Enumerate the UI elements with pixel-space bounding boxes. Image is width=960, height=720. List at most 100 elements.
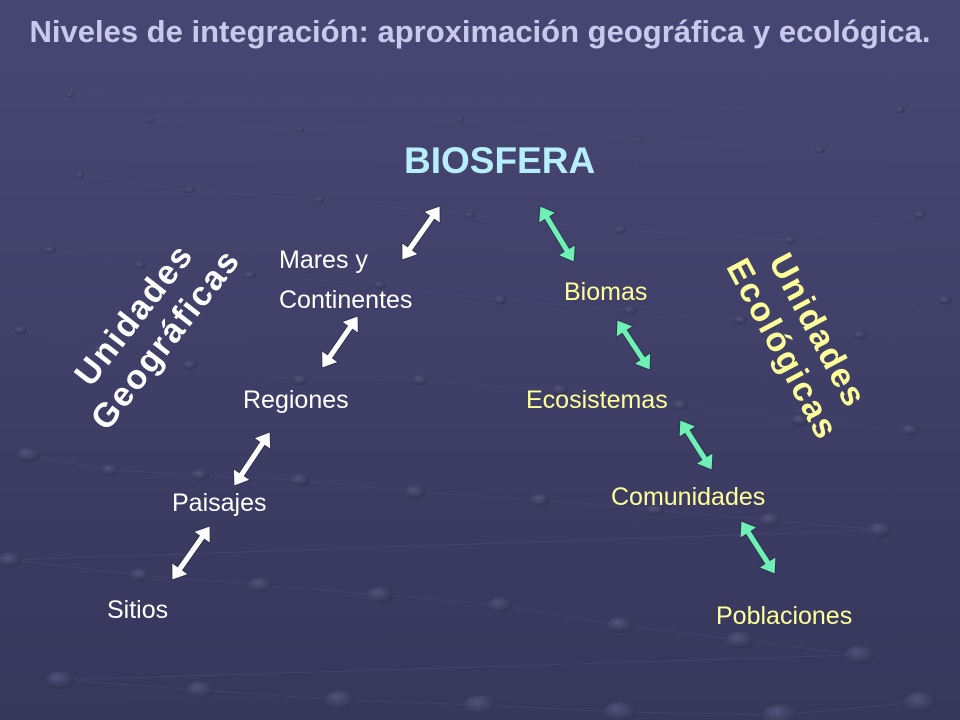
background-line xyxy=(769,519,881,531)
background-dot xyxy=(759,513,781,527)
background-dot xyxy=(191,469,209,481)
background-dot xyxy=(623,305,637,315)
background-dot xyxy=(815,146,825,154)
background-dot xyxy=(134,261,146,269)
node-regiones: Regiones xyxy=(243,386,349,414)
background-line xyxy=(779,701,921,716)
background-dot xyxy=(292,375,308,385)
background-line xyxy=(59,654,861,681)
double-arrow-geographic xyxy=(233,431,271,487)
background-dot xyxy=(66,92,74,98)
background-dot xyxy=(901,424,919,436)
background-line xyxy=(419,379,561,391)
background-dot xyxy=(914,211,926,219)
background-dot xyxy=(904,692,936,712)
background-dot xyxy=(488,597,512,613)
double-arrow-ecological xyxy=(678,419,714,471)
background-line xyxy=(479,704,621,713)
background-line xyxy=(499,604,621,626)
background-dot xyxy=(733,315,747,325)
background-dot xyxy=(244,271,256,279)
background-dot xyxy=(101,464,119,476)
background-dot xyxy=(146,117,154,123)
background-dot xyxy=(374,281,386,289)
double-arrow-ecological xyxy=(538,205,576,263)
node-mares-continentes: Mares y Continentes xyxy=(279,240,412,320)
background-line xyxy=(249,274,381,286)
background-dot xyxy=(130,568,150,582)
background-dot xyxy=(636,137,644,143)
background-dot xyxy=(44,246,56,254)
background-dot xyxy=(296,127,304,133)
background-line xyxy=(499,299,631,311)
background-dot xyxy=(784,236,796,244)
background-line xyxy=(799,419,911,431)
background-dot xyxy=(412,375,428,385)
double-arrow-geographic xyxy=(401,205,441,261)
background-line xyxy=(619,711,781,716)
background-dot xyxy=(895,106,905,114)
background-dot xyxy=(186,681,214,699)
double-arrow-geographic xyxy=(321,315,359,369)
background-line xyxy=(109,469,201,476)
background-line xyxy=(619,229,791,241)
background-dot xyxy=(456,117,464,123)
background-line xyxy=(189,189,321,201)
double-arrow-ecological xyxy=(615,319,652,371)
background-line xyxy=(739,319,861,336)
background-line xyxy=(49,249,141,266)
background-line xyxy=(559,389,681,406)
background-dot xyxy=(845,645,875,665)
background-dot xyxy=(13,325,27,335)
background-line xyxy=(319,199,471,216)
background-dot xyxy=(853,330,867,340)
background-line xyxy=(59,679,201,691)
background-line xyxy=(414,491,541,501)
background-dot xyxy=(672,400,688,410)
background-line xyxy=(299,119,461,131)
background-dot xyxy=(614,226,626,234)
background-dot xyxy=(93,345,107,355)
background-line xyxy=(679,404,801,421)
background-dot xyxy=(315,196,325,204)
background-line xyxy=(739,639,861,656)
background-dot xyxy=(325,690,355,710)
node-poblaciones: Poblaciones xyxy=(716,602,853,630)
background-line xyxy=(379,284,501,301)
background-line xyxy=(199,474,301,481)
slide-title: Niveles de integración: aproximación geo… xyxy=(29,14,931,49)
background-line xyxy=(259,584,381,596)
background-dot xyxy=(530,493,550,507)
background-dot xyxy=(493,295,507,305)
background-line xyxy=(139,574,261,586)
background-dot xyxy=(763,704,797,720)
background-dot xyxy=(938,295,952,305)
background-dot xyxy=(183,360,197,370)
double-arrow-ecological xyxy=(739,520,777,575)
background-dot xyxy=(46,671,74,689)
background-line xyxy=(619,624,741,641)
background-line xyxy=(27,454,111,471)
node-sitios: Sitios xyxy=(107,596,169,624)
background-line xyxy=(149,119,301,131)
background-line xyxy=(99,349,191,366)
background-line xyxy=(654,509,771,521)
double-arrow-geographic xyxy=(171,525,211,581)
node-comunidades: Comunidades xyxy=(611,483,766,511)
background-dot xyxy=(607,616,633,634)
node-biomas: Biomas xyxy=(564,278,648,306)
background-line xyxy=(299,479,416,493)
node-ecosistemas: Ecosistemas xyxy=(526,386,668,414)
background-dot xyxy=(646,504,664,516)
background-dot xyxy=(464,695,496,715)
node-mares-line: Mares y xyxy=(279,246,368,274)
background-dot xyxy=(465,211,475,219)
background-line xyxy=(789,214,921,241)
background-dot xyxy=(75,171,85,179)
background-line xyxy=(139,264,251,276)
node-continentes-line: Continentes xyxy=(279,286,413,314)
background-dot xyxy=(726,631,754,649)
background-line xyxy=(379,594,501,606)
